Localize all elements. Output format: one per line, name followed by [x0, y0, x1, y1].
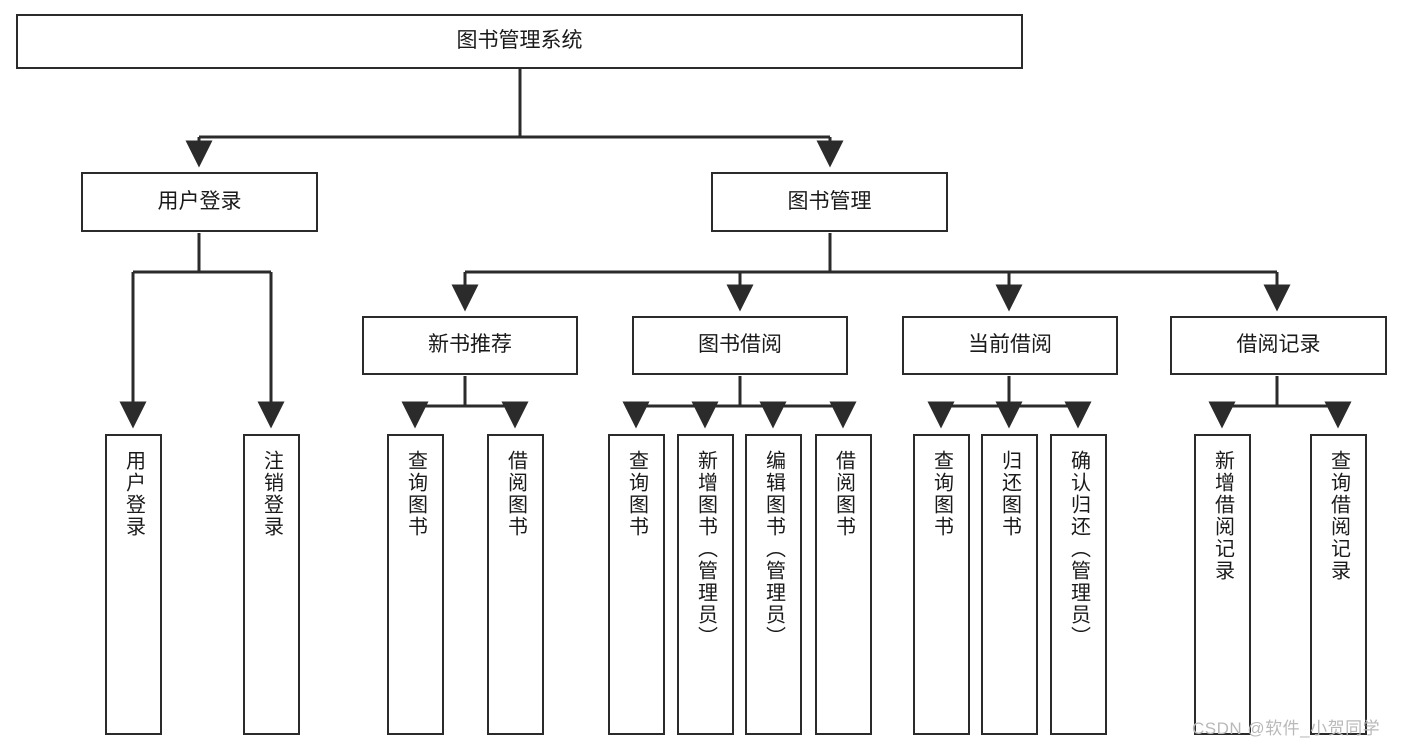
node-label: 查询图书	[625, 450, 648, 538]
leaf-current-borrow-return-book[interactable]: 归还图书	[981, 434, 1038, 735]
node-label: 借阅图书	[832, 450, 855, 538]
leaf-new-book-query-book[interactable]: 查询图书	[387, 434, 444, 735]
leaf-user-login-login[interactable]: 用户登录	[105, 434, 162, 735]
node-label: 查询借阅记录	[1327, 450, 1350, 582]
node-current-borrow[interactable]: 当前借阅	[902, 316, 1118, 375]
node-label: 用户登录	[122, 450, 145, 538]
node-user-login[interactable]: 用户登录	[81, 172, 318, 232]
node-label: 确认归还（管理员）	[1067, 450, 1090, 648]
leaf-user-login-logout[interactable]: 注销登录	[243, 434, 300, 735]
node-label: 新增借阅记录	[1211, 450, 1234, 582]
node-borrow-record[interactable]: 借阅记录	[1170, 316, 1387, 375]
leaf-book-borrow-add-book-admin[interactable]: 新增图书（管理员）	[677, 434, 734, 735]
node-label: 图书管理	[787, 189, 872, 213]
node-label: 查询图书	[404, 450, 427, 538]
csdn-watermark: CSDN @软件_小贺同学	[1192, 719, 1381, 738]
node-label: 用户登录	[157, 189, 242, 213]
node-label: 图书管理系统	[456, 29, 583, 53]
leaf-current-borrow-query-book[interactable]: 查询图书	[913, 434, 970, 735]
node-label: 图书借阅	[698, 333, 782, 357]
node-book-borrow[interactable]: 图书借阅	[632, 316, 848, 375]
leaf-book-borrow-query-book[interactable]: 查询图书	[608, 434, 665, 735]
leaf-borrow-record-add-record[interactable]: 新增借阅记录	[1194, 434, 1251, 735]
leaf-borrow-record-query-record[interactable]: 查询借阅记录	[1310, 434, 1367, 735]
node-label: 当前借阅	[968, 333, 1052, 357]
node-book-management[interactable]: 图书管理	[711, 172, 948, 232]
leaf-book-borrow-edit-book-admin[interactable]: 编辑图书（管理员）	[745, 434, 802, 735]
node-label: 借阅图书	[504, 450, 527, 538]
node-root-book-management-system[interactable]: 图书管理系统	[16, 14, 1023, 69]
node-label: 编辑图书（管理员）	[762, 450, 785, 648]
node-new-book-recommend[interactable]: 新书推荐	[362, 316, 578, 375]
node-label: 新书推荐	[428, 333, 512, 357]
leaf-new-book-borrow-book[interactable]: 借阅图书	[487, 434, 544, 735]
leaf-current-borrow-confirm-return-admin[interactable]: 确认归还（管理员）	[1050, 434, 1107, 735]
node-label: 新增图书（管理员）	[694, 450, 717, 648]
node-label: 查询图书	[930, 450, 953, 538]
node-label: 归还图书	[998, 450, 1021, 538]
node-label: 注销登录	[260, 450, 283, 538]
leaf-book-borrow-borrow-book[interactable]: 借阅图书	[815, 434, 872, 735]
node-label: 借阅记录	[1236, 333, 1321, 357]
